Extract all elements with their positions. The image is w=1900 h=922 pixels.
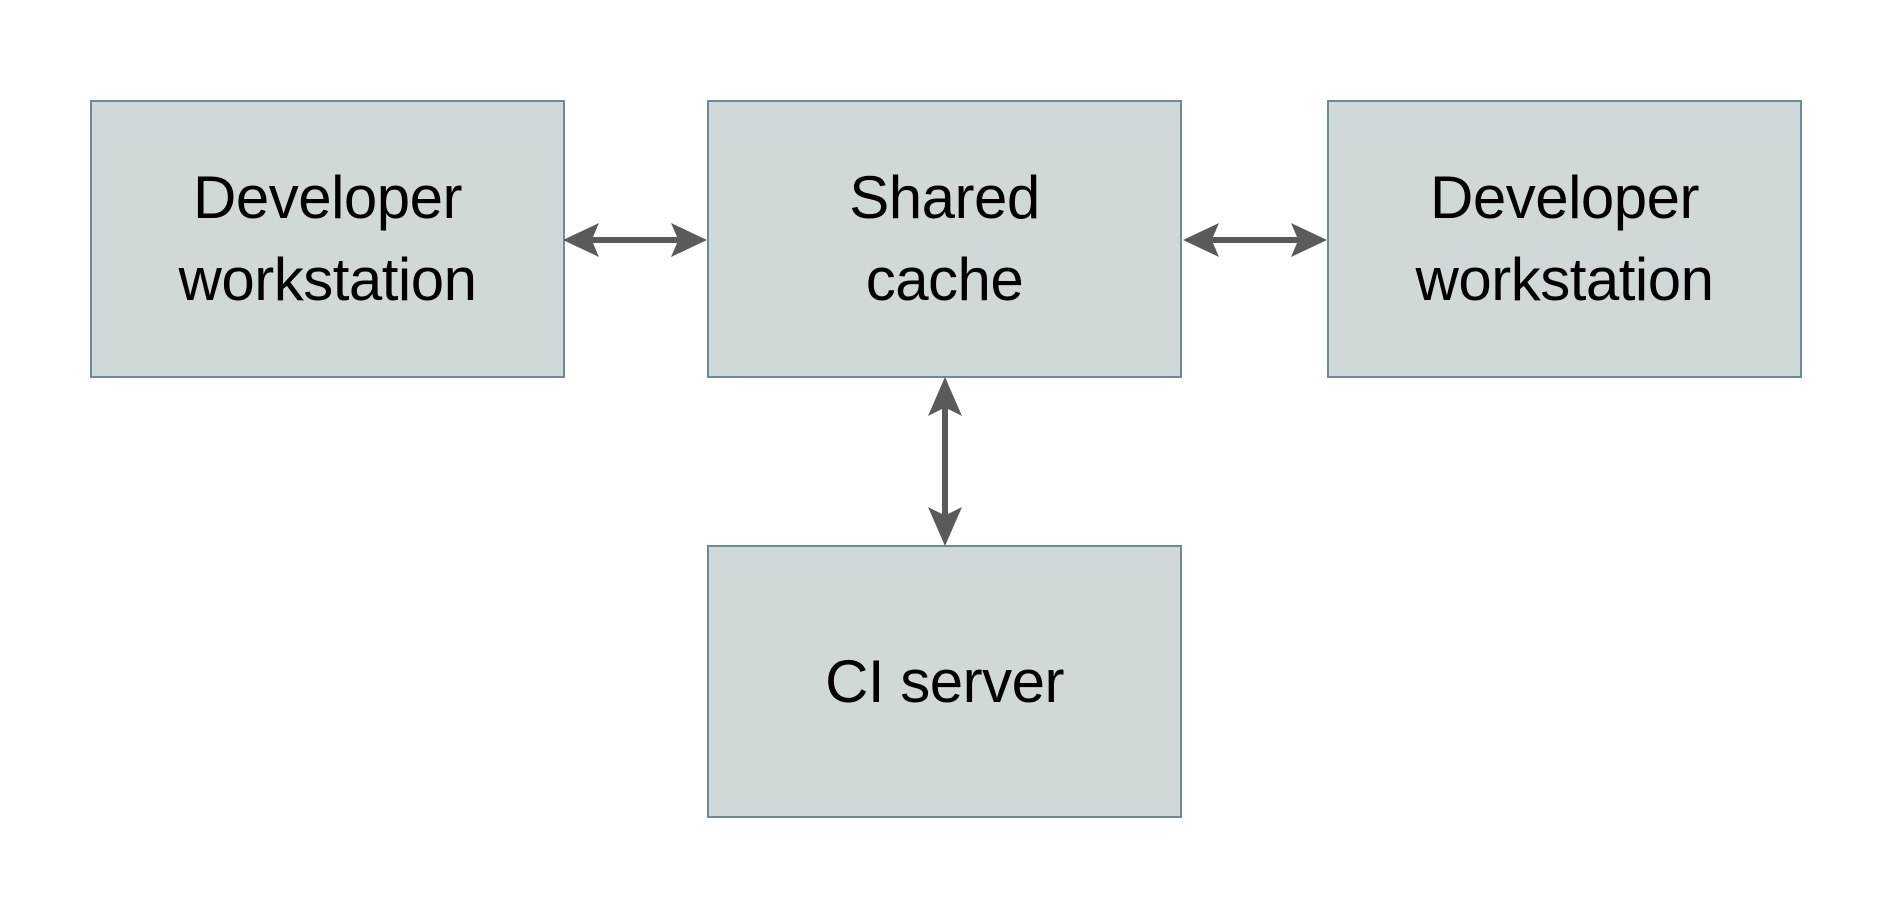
node-ci-server[interactable]: CI server — [707, 545, 1182, 818]
node-developer-workstation-right[interactable]: Developer workstation — [1327, 100, 1802, 378]
double-arrow-horizontal-icon — [563, 223, 707, 257]
node-label: Shared cache — [849, 164, 1040, 313]
node-label: Developer workstation — [178, 164, 477, 313]
node-shared-cache[interactable]: Shared cache — [707, 100, 1182, 378]
double-arrow-vertical-icon — [928, 377, 962, 546]
edge-shared-cache-to-developer-workstation-right[interactable] — [1180, 208, 1330, 272]
edge-shared-cache-to-ci-server[interactable] — [913, 374, 977, 549]
node-label: CI server — [825, 647, 1064, 715]
double-arrow-horizontal-icon — [1183, 223, 1327, 257]
edge-developer-workstation-left-to-shared-cache[interactable] — [560, 208, 710, 272]
node-developer-workstation-left[interactable]: Developer workstation — [90, 100, 565, 378]
node-label: Developer workstation — [1415, 164, 1714, 313]
